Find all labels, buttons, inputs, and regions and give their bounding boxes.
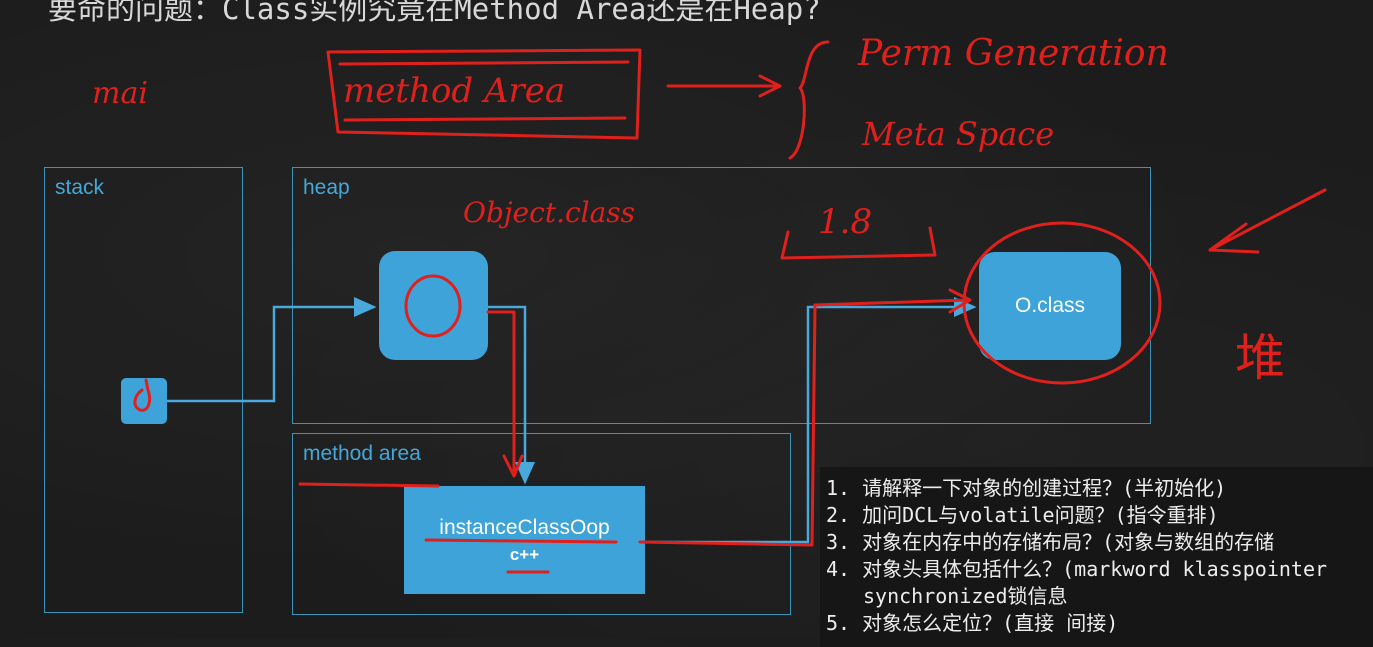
ink-arrow-to-brace [666,74,782,98]
method-area-ink-box-inner [338,60,630,122]
note-4-continued: synchronized锁信息 [863,584,1068,608]
note-1: 1. 请解释一下对象的创建过程？(半初始化) [826,476,1227,500]
object-box [379,251,488,360]
method-area-ink: method Area [343,71,565,111]
stack-label: stack [55,176,105,199]
method-area-label: method area [303,442,421,465]
class-object-label: O.class [1014,294,1085,318]
instance-class-oop-box: instanceClassOop c++ [404,486,645,594]
heap-label: heap [303,176,350,199]
cpp-label: c++ [509,544,540,564]
reference-box [121,378,167,424]
note-2: 2. 加问DCL与volatile问题？(指令重排) [826,503,1219,527]
notes-panel: 1. 请解释一下对象的创建过程？(半初始化) 2. 加问DCL与volatile… [820,467,1373,647]
perm-generation-ink: Perm Generation [857,33,1169,74]
dui-ink: 堆 [1235,329,1285,387]
mai-ink: mai [92,76,148,111]
ink-brace [788,40,830,160]
ink-pointing-arrow [1208,188,1327,254]
note-3: 3. 对象在内存中的存储布局？(对象与数组的存储 [826,530,1275,554]
note-4: 4. 对象头具体包括什么？(markword klasspointer [826,557,1328,581]
note-5: 5. 对象怎么定位？(直接 间接) [826,611,1119,635]
instance-class-oop-label: instanceClassOop [439,516,610,540]
slide-title: 要命的问题：Class实例究竟在Method Area还是在Heap? [48,0,821,26]
class-object-box: O.class [979,252,1121,360]
method-area-ink-box [326,48,642,140]
meta-space-ink: Meta Space [861,115,1054,153]
